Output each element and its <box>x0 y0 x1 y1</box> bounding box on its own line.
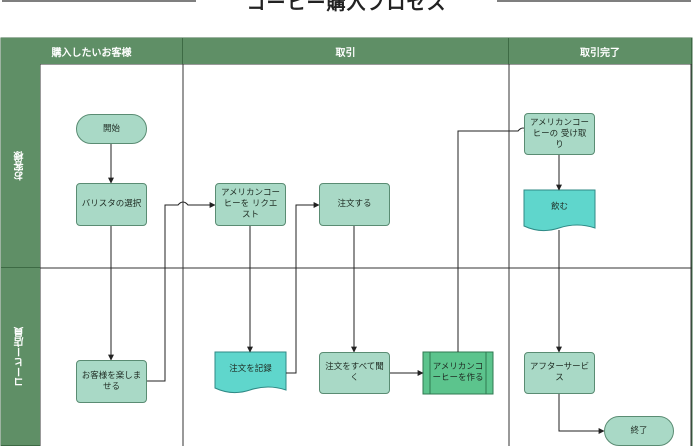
receive-node: アメリカンコーヒーの 受け取り <box>524 113 595 155</box>
connector-record-order <box>286 202 320 374</box>
request-node: アメリカンコーヒーを リクエスト <box>215 183 286 226</box>
make-node-label: アメリカンコーヒーを作る <box>432 362 484 383</box>
listen-node: 注文をすべて聞く <box>319 352 390 394</box>
end-node: 終了 <box>604 416 674 446</box>
record-node-label: 注文を記録 <box>229 364 272 374</box>
connector-entertain-request <box>147 201 216 382</box>
row-header-customer: お客様 <box>1 64 40 268</box>
column-header-transaction: 取引 <box>183 38 509 64</box>
record-document-shape <box>214 351 287 394</box>
make-subprocess-shape <box>422 351 494 395</box>
diagram-title: コーヒー購入プロセス <box>246 0 447 14</box>
entertain-node: お客様を楽しませる <box>76 360 147 403</box>
column-header-customer: 購入したいお客様 <box>1 38 183 64</box>
after-service-node: アフターサービス <box>524 352 595 394</box>
select-barista-node: バリスタの選択 <box>76 183 147 226</box>
connector-make-receive <box>457 127 530 352</box>
drink-document-shape <box>523 189 596 232</box>
connector-after-end <box>558 394 605 434</box>
column-header-complete: 取引完了 <box>509 38 692 64</box>
start-node: 開始 <box>76 114 147 144</box>
drink-node-label: 飲む <box>550 202 568 212</box>
order-node: 注文する <box>319 183 390 226</box>
row-header-staff: コーヒー店員 <box>1 268 40 446</box>
